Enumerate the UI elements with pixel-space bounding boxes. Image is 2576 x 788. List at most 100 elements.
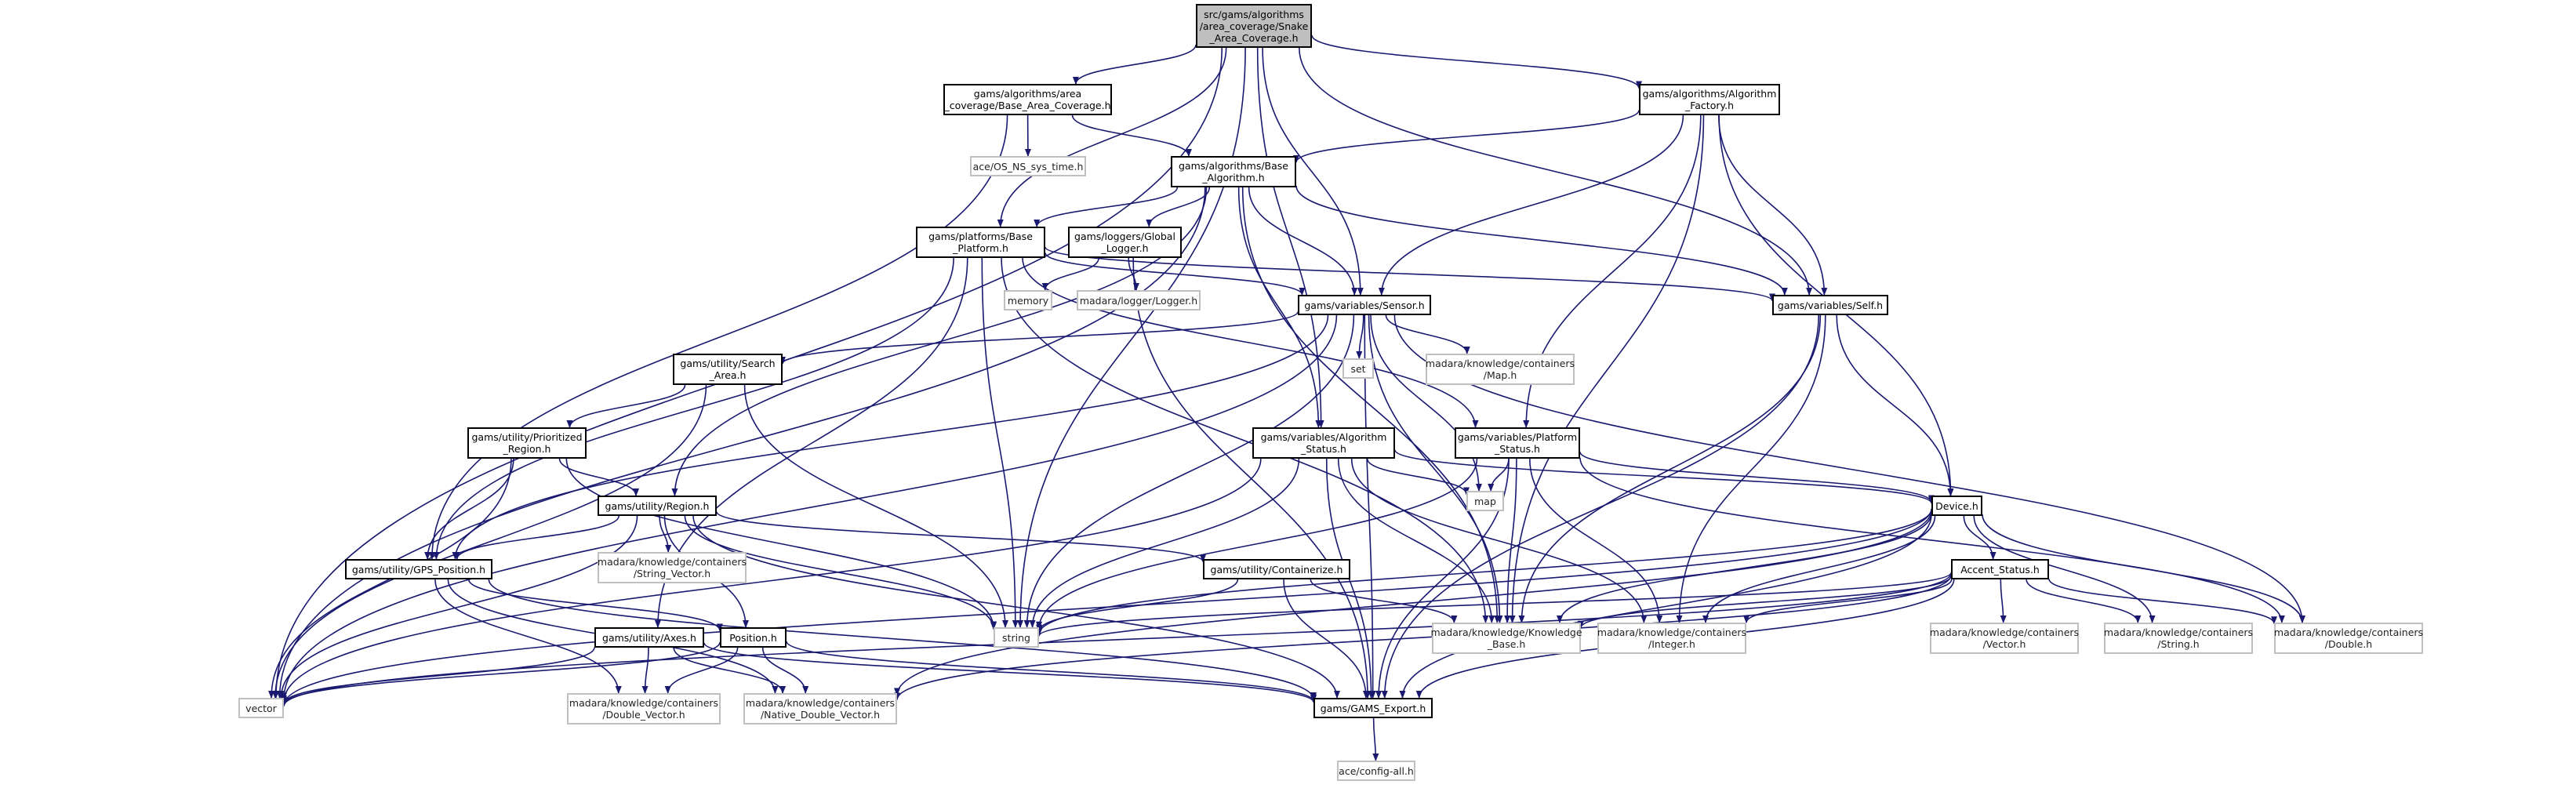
node-label-line: /String.h	[2157, 638, 2200, 650]
node-platform-status[interactable]: gams/variables/Platform_Status.h	[1455, 427, 1580, 459]
node-label-line: _Status.h	[1301, 443, 1346, 455]
dependency-edges	[268, 34, 2305, 761]
edge-base-algorithm-to-base-platform	[1034, 187, 1179, 227]
edge-search-area-to-vector	[271, 384, 707, 699]
edge-region-to-gams-export	[692, 515, 1340, 699]
node-label-line: _Factory.h	[1684, 100, 1735, 111]
node-search-area[interactable]: gams/utility/Search_Area.h	[673, 354, 783, 385]
edge-sensor-to-search-area	[779, 311, 1299, 365]
node-label-line: gams/algorithms/Base	[1179, 160, 1288, 172]
node-label-line: _Logger.h	[1101, 242, 1149, 254]
node-label-line: gams/algorithms/area	[973, 88, 1082, 100]
edge-base-algorithm-to-vector	[276, 187, 1206, 699]
node-os-ns-sys-time: ace/OS_NS_sys_time.h	[970, 156, 1086, 176]
node-label-line: vector	[245, 702, 277, 714]
node-gps-position[interactable]: gams/utility/GPS_Position.h	[345, 559, 492, 579]
node-label-line: /Integer.h	[1648, 638, 1695, 650]
edge-accent-status-to-native-double-vector	[894, 575, 1952, 701]
edge-algorithm-factory-to-self	[1717, 114, 1828, 296]
edge-sensor-to-gps-position	[452, 314, 1329, 560]
edge-device-to-accent-status	[1963, 515, 1996, 560]
node-label-line: /String_Vector.h	[633, 568, 711, 579]
node-sensor[interactable]: gams/variables/Sensor.h	[1298, 295, 1431, 315]
node-self[interactable]: gams/variables/Self.h	[1772, 295, 1888, 315]
edge-base-platform-to-string	[981, 257, 1019, 628]
edge-position-to-vector	[281, 641, 721, 706]
node-label-line: madara/knowledge/containers	[2103, 626, 2254, 638]
node-label-line: ace/config-all.h	[1339, 764, 1414, 777]
node-position[interactable]: Position.h	[720, 627, 787, 648]
edge-prioritized-region-to-gps-position	[424, 458, 514, 560]
edge-base-platform-to-sensor	[1045, 252, 1306, 296]
edge-algorithm-status-to-map	[1366, 458, 1470, 496]
node-containers-integer: madara/knowledge/containers/Integer.h	[1597, 623, 1746, 654]
edge-root-to-base-platform	[997, 47, 1227, 227]
edge-algorithm-factory-to-knowledge-base	[1509, 114, 1705, 623]
edge-algorithm-status-to-knowledge-base	[1337, 458, 1495, 623]
node-containerize[interactable]: gams/utility/Containerize.h	[1203, 559, 1350, 579]
node-axes[interactable]: gams/utility/Axes.h	[594, 627, 704, 648]
edge-base-algorithm-to-sensor	[1248, 187, 1358, 296]
edge-accent-status-to-string	[1036, 572, 1952, 637]
node-label-line: madara/logger/Logger.h	[1079, 294, 1198, 307]
node-label-line: gams/variables/Sensor.h	[1304, 299, 1425, 311]
edge-containerize-to-knowledge-base	[1310, 579, 1458, 623]
edge-region-to-vector	[278, 515, 638, 699]
node-label-line: gams/GAMS_Export.h	[1320, 702, 1426, 714]
node-label-line: gams/utility/Search	[680, 358, 776, 369]
node-label-line: /Native_Double_Vector.h	[760, 709, 881, 721]
node-base-algorithm[interactable]: gams/algorithms/Base_Algorithm.h	[1171, 156, 1296, 187]
node-containers-string: madara/knowledge/containers/String.h	[2104, 623, 2253, 654]
edge-containerize-to-string	[1036, 579, 1239, 633]
edge-prioritized-region-to-string	[565, 458, 997, 630]
node-gams-export[interactable]: gams/GAMS_Export.h	[1313, 698, 1433, 718]
node-global-logger[interactable]: gams/loggers/Global_Logger.h	[1068, 227, 1182, 258]
node-containers-double: madara/knowledge/containers/Double.h	[2274, 623, 2423, 654]
node-algorithm-factory[interactable]: gams/algorithms/Algorithm_Factory.h	[1639, 84, 1780, 115]
node-label-line: memory	[1007, 294, 1049, 307]
edge-gps-position-to-double-vector	[434, 579, 622, 694]
node-label-line: madara/knowledge/containers	[2273, 626, 2424, 638]
edge-sensor-to-set	[1356, 314, 1364, 359]
edge-platform-status-to-device	[1579, 452, 1935, 503]
node-device[interactable]: Device.h	[1931, 496, 1982, 516]
node-memory: memory	[1004, 290, 1052, 310]
edge-sensor-to-vector	[281, 314, 1338, 701]
node-region[interactable]: gams/utility/Region.h	[598, 496, 717, 516]
node-label-line: madara/knowledge/containers	[1425, 358, 1575, 369]
node-string-vector: madara/knowledge/containers/String_Vecto…	[598, 552, 747, 583]
node-label-line: madara/knowledge/containers	[1929, 626, 2080, 638]
node-label-line: /Map.h	[1483, 369, 1517, 381]
edge-axes-to-double-vector	[641, 647, 649, 694]
node-knowledge-base: madara/knowledge/Knowledge_Base.h	[1430, 623, 1582, 654]
node-prioritized-region[interactable]: gams/utility/Prioritized_Region.h	[467, 427, 587, 459]
edge-base-algorithm-to-self	[1295, 185, 1788, 296]
edge-prioritized-region-to-region	[558, 458, 639, 496]
node-label-line: _Status.h	[1495, 443, 1540, 455]
node-label-line: madara/knowledge/containers	[597, 556, 747, 568]
edge-device-to-native-double-vector	[894, 510, 1932, 696]
edge-sensor-to-string	[1023, 314, 1355, 628]
node-label-line: madara/knowledge/containers	[569, 697, 719, 709]
node-base-platform[interactable]: gams/platforms/Base_Platform.h	[916, 227, 1045, 258]
node-label-line: _Platform.h	[953, 242, 1008, 254]
node-madara-logger: madara/logger/Logger.h	[1077, 290, 1201, 310]
edge-global-logger-to-gams-export	[1132, 257, 1372, 699]
edge-root-to-self	[1299, 47, 1813, 296]
node-label-line: src/gams/algorithms	[1204, 8, 1304, 20]
node-label-line: /Double.h	[2324, 638, 2373, 650]
node-label-line: gams/algorithms/Algorithm	[1642, 88, 1777, 100]
node-base-area-coverage[interactable]: gams/algorithms/area_coverage/Base_Area_…	[943, 84, 1112, 115]
edge-self-to-containers-integer	[1676, 314, 1826, 623]
node-native-double-vector: madara/knowledge/containers/Native_Doubl…	[743, 693, 897, 724]
node-accent-status[interactable]: Accent_Status.h	[1951, 559, 2049, 579]
node-algorithm-status[interactable]: gams/variables/Algorithm_Status.h	[1252, 427, 1395, 459]
edge-accent-status-to-containers-vector	[2000, 579, 2007, 623]
node-label-line: gams/utility/Axes.h	[602, 631, 696, 644]
node-config-all: ace/config-all.h	[1337, 761, 1415, 781]
edge-device-to-containers-integer	[1702, 515, 1936, 623]
node-map: map	[1466, 491, 1504, 511]
node-label-line: madara/knowledge/containers	[745, 697, 896, 709]
node-label-line: madara/knowledge/Knowledge	[1430, 626, 1582, 638]
node-root[interactable]: src/gams/algorithms/area_coverage/Snake_…	[1196, 4, 1312, 48]
